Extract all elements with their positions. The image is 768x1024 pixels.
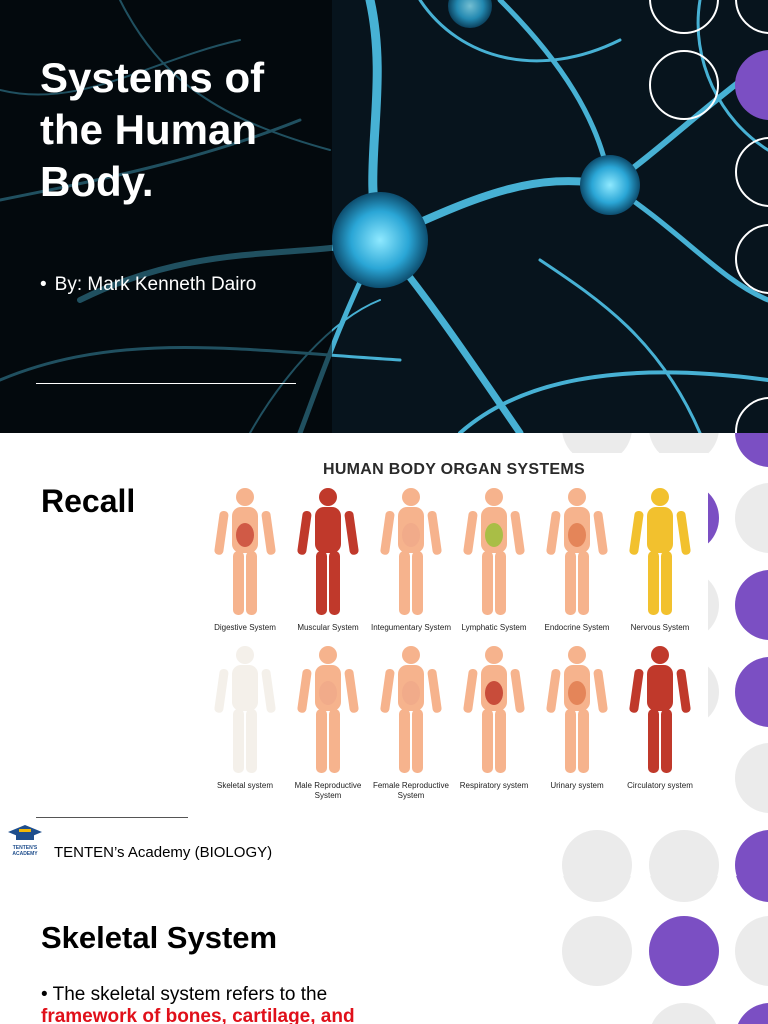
title-panel-shade (0, 0, 332, 433)
svg-text:TENTEN'S: TENTEN'S (13, 845, 38, 851)
human-figure-icon (380, 646, 442, 773)
title-slide: Systems of the Human Body. • By: Mark Ken… (0, 0, 768, 433)
organ-system-figure: Male Reproductive System (287, 641, 369, 801)
organ-system-label: Respiratory system (459, 781, 529, 790)
human-figure-icon (463, 646, 525, 773)
human-figure-icon (214, 646, 276, 773)
decor-circle-purple (735, 657, 768, 727)
decor-circle-grey (735, 743, 768, 813)
decor-circle-purple (735, 570, 768, 640)
divider-line (36, 383, 296, 384)
organ-system-figure: Circulatory system (619, 641, 701, 801)
human-figure-icon (297, 646, 359, 773)
organ-system-label: Male Reproductive System (294, 781, 362, 800)
organ-system-label: Circulatory system (627, 781, 693, 790)
body-highlight: framework of bones, cartilage, and (41, 1006, 355, 1024)
organ-system-label: Endocrine System (544, 623, 610, 632)
organ-systems-infographic: HUMAN BODY ORGAN SYSTEMS Digestive Syste… (200, 453, 708, 823)
decor-circle-grey (735, 916, 768, 986)
organ-system-figure: Female Reproductive System (370, 641, 452, 801)
slide-heading: Recall (41, 483, 136, 519)
human-figure-icon (629, 488, 691, 615)
human-figure-icon (629, 646, 691, 773)
slide-body-text: • The skeletal system refers to the fram… (41, 984, 401, 1024)
human-figure-icon (214, 488, 276, 615)
decor-circle-grey (735, 483, 768, 553)
footer-label: TENTEN’s Academy (BIOLOGY) (54, 844, 273, 861)
skeletal-system-slide: Skeletal System • The skeletal system re… (0, 876, 768, 1024)
organ-system-label: Female Reproductive System (372, 781, 450, 800)
bullet-icon: • (41, 984, 48, 1005)
human-figure-icon (463, 488, 525, 615)
organ-system-label: Digestive System (214, 623, 276, 632)
infographic-title: HUMAN BODY ORGAN SYSTEMS (322, 461, 586, 478)
decor-circle-purple (735, 830, 768, 876)
human-figure-icon (297, 488, 359, 615)
decor-circle-grey (649, 1003, 719, 1024)
organ-system-figure: Digestive System (204, 483, 286, 643)
body-text: The skeletal system refers to the (52, 984, 328, 1005)
organ-system-figure: Muscular System (287, 483, 369, 643)
decor-circle-grey (562, 916, 632, 986)
organ-system-label: Integumentary System (370, 623, 452, 632)
decor-circle-grey (562, 830, 632, 876)
organ-system-figure: Lymphatic System (453, 483, 535, 643)
decor-circle-purple (735, 876, 768, 902)
human-figure-icon (546, 488, 608, 615)
decor-circle-grey (649, 830, 719, 876)
decor-circle-purple (735, 1003, 768, 1024)
organ-system-label: Lymphatic System (461, 623, 527, 632)
organ-system-figure: Urinary system (536, 641, 618, 801)
organ-system-figure: Nervous System (619, 483, 701, 643)
author-line: • By: Mark Kenneth Dairo (40, 274, 256, 296)
svg-text:ACADEMY: ACADEMY (12, 851, 38, 857)
organ-system-label: Skeletal system (216, 781, 274, 790)
decor-circle-grey (562, 876, 632, 902)
decor-circle-grey (649, 876, 719, 902)
divider-line (36, 817, 188, 818)
organ-system-figure: Endocrine System (536, 483, 618, 643)
human-figure-icon (380, 488, 442, 615)
presentation-title: Systems of the Human Body. (40, 54, 265, 205)
organ-system-label: Muscular System (297, 623, 359, 632)
bullet-icon: • (40, 274, 47, 295)
organ-system-figure: Respiratory system (453, 641, 535, 801)
human-figure-icon (546, 646, 608, 773)
organ-system-figure: Integumentary System (370, 483, 452, 643)
slide-heading: Skeletal System (41, 920, 278, 955)
decor-circle-purple (649, 916, 719, 986)
decor-circle-purple (735, 433, 768, 467)
decor-ring (649, 50, 719, 120)
author-name: By: Mark Kenneth Dairo (54, 274, 257, 295)
organ-system-figure: Skeletal system (204, 641, 286, 801)
academy-logo: TENTEN'S ACADEMY (4, 819, 46, 861)
organ-system-label: Nervous System (630, 623, 690, 632)
organ-system-label: Urinary system (550, 781, 604, 790)
recall-slide: Recall HUMAN BODY ORGAN SYSTEMS Digestiv… (0, 433, 768, 876)
